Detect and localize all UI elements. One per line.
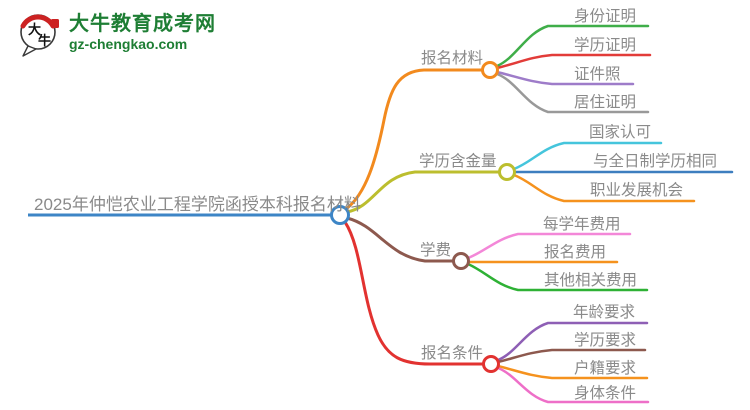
branch-degree-value-node: [498, 163, 516, 181]
logo-char-top: 大: [28, 22, 41, 37]
site-logo: 大 牛 大牛教育成考网 gz-chengkao.com: [14, 8, 216, 58]
leaf-residence-proof-line: [495, 72, 650, 114]
leaf-other-fees-label: 其他相关费用: [544, 271, 637, 289]
branch-registration-materials-node: [481, 61, 499, 79]
leaf-residence-proof-label: 居住证明: [574, 93, 636, 111]
branch-requirements-node: [482, 355, 500, 373]
leaf-career-opportunities-label: 职业发展机会: [590, 181, 683, 199]
branch-requirements-line: [343, 220, 485, 366]
mindmap-labels: 2025年仲恺农业工程学院函授本科报名材料 报名材料 身份证明 学历证明 证件照…: [34, 7, 717, 402]
leaf-career-opportunities-line: [512, 173, 696, 203]
leaf-identity-proof-line: [495, 24, 650, 68]
leaf-education-requirement-label: 学历要求: [574, 331, 636, 349]
branch-tuition-node: [452, 252, 470, 270]
branch-registration-materials-line: [344, 68, 484, 211]
leaf-residency-requirement-label: 户籍要求: [574, 359, 636, 377]
leaf-annual-fee-line: [466, 232, 632, 260]
leaf-annual-fee-label: 每学年费用: [543, 215, 621, 233]
logo-seal-icon: [51, 19, 59, 28]
leaf-state-recognized-line: [512, 141, 663, 171]
logo-site-name: 大牛教育成考网: [69, 13, 216, 36]
logo-bubble-tail: [22, 45, 37, 57]
leaf-other-fees-line: [466, 262, 649, 292]
leaf-registration-fee-label: 报名费用: [544, 243, 606, 261]
branch-tuition-label: 学费: [420, 241, 451, 259]
leaf-physical-condition-line: [496, 366, 650, 404]
branch-registration-materials-label: 报名材料: [421, 49, 483, 67]
leaf-id-photo-line: [495, 70, 635, 86]
logo-char-bottom: 牛: [38, 33, 51, 48]
leaf-same-as-fulltime-label: 与全日制学历相同: [593, 152, 717, 170]
logo-site-url: gz-chengkao.com: [69, 36, 188, 53]
logo-text-block: 大牛教育成考网 gz-chengkao.com: [69, 14, 216, 52]
root-label: 2025年仲恺农业工程学院函授本科报名材料: [34, 195, 361, 214]
leaf-education-requirement-line: [496, 348, 647, 364]
leaf-age-requirement-line: [496, 321, 649, 362]
leaf-education-proof-line: [495, 53, 652, 70]
logo-bubble-icon: 大 牛: [20, 14, 59, 57]
logo-red-arc: [20, 14, 56, 29]
leaf-age-requirement-label: 年龄要求: [573, 303, 635, 321]
branch-requirements-label: 报名条件: [421, 344, 483, 362]
branch-tuition-line: [345, 216, 455, 263]
branch-degree-value-line: [345, 170, 501, 214]
leaf-identity-proof-label: 身份证明: [574, 7, 636, 25]
leaf-education-proof-label: 学历证明: [574, 36, 636, 54]
leaf-residency-requirement-line: [496, 364, 649, 380]
leaf-physical-condition-label: 身体条件: [574, 384, 636, 402]
root-node: [330, 205, 350, 225]
leaf-state-recognized-label: 国家认可: [589, 123, 651, 141]
branch-degree-value-label: 学历含金量: [419, 152, 497, 170]
leaf-id-photo-label: 证件照: [574, 65, 621, 83]
